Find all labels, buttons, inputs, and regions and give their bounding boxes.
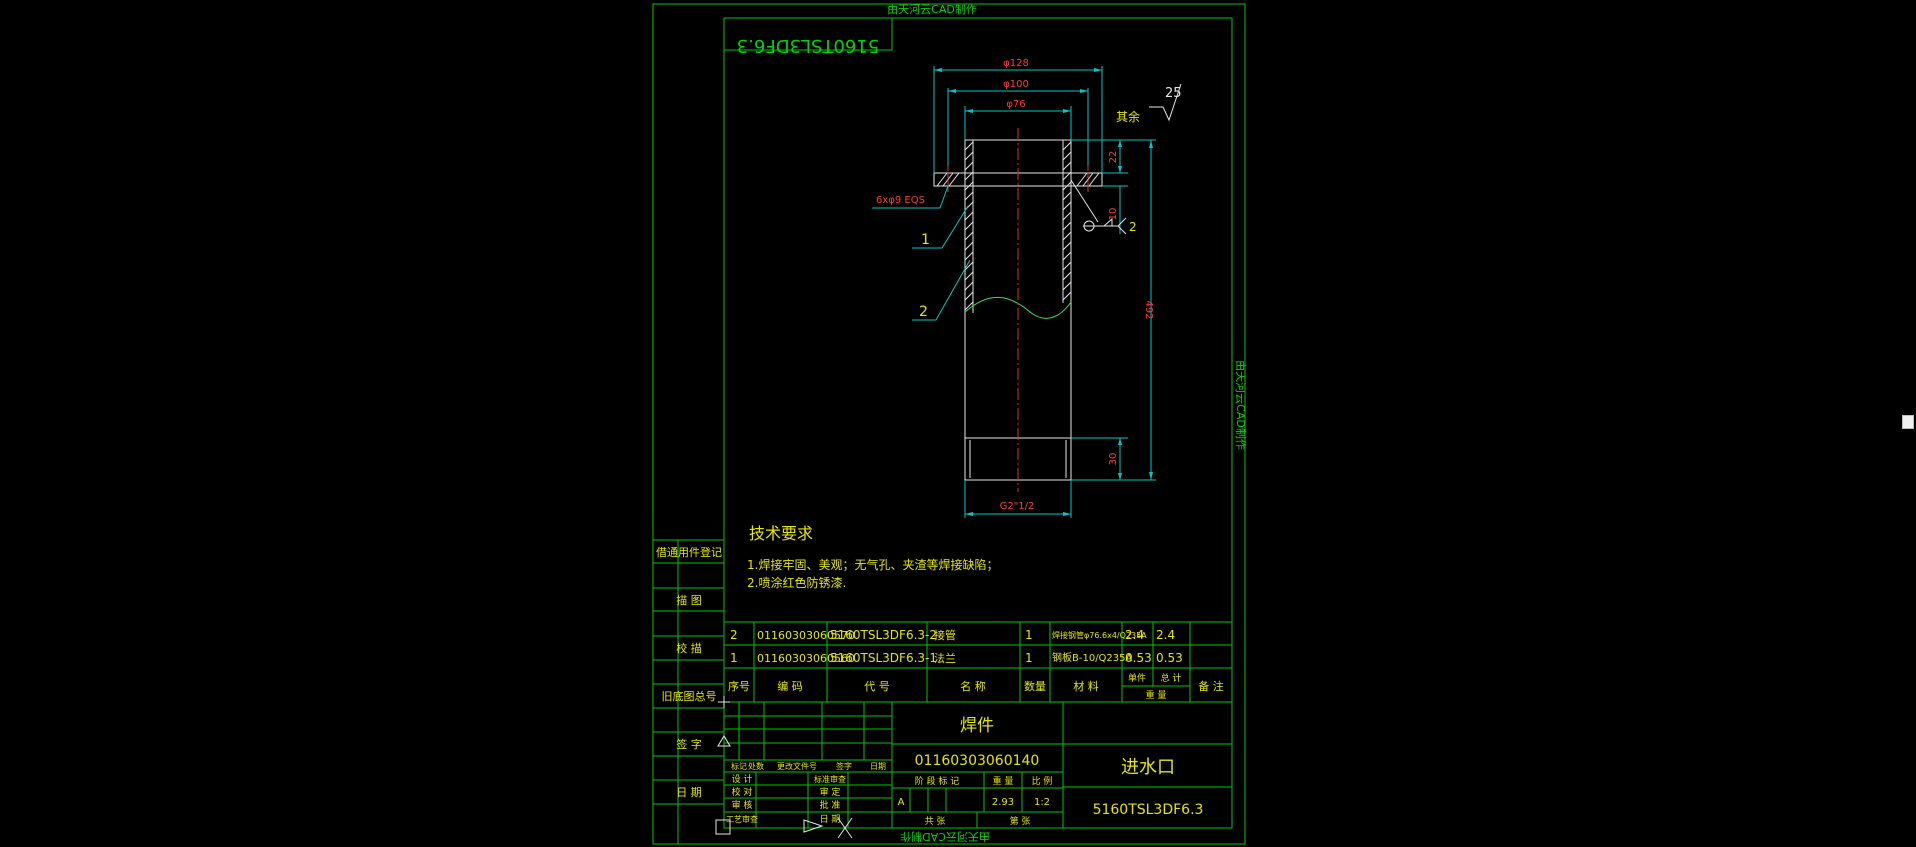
role-approve: 审 定: [820, 786, 841, 798]
bom-row2-name: 接管: [934, 628, 956, 642]
side-label-1: 描 图: [676, 593, 702, 607]
bom-row2-total: 2.4: [1156, 628, 1175, 642]
bom-header-unit: 单件: [1128, 672, 1146, 684]
tech-line-2: 2.喷涂红色防锈漆.: [747, 575, 846, 590]
bom-grid: [724, 621, 1232, 703]
bom-header-no: 序号: [728, 679, 750, 693]
part-name: 进水口: [1121, 757, 1175, 778]
projection-marker: [803, 817, 853, 839]
bom-header-qty: 数量: [1024, 680, 1046, 693]
rev-header-date: 日期: [870, 762, 886, 771]
weld-symbol: [1070, 179, 1127, 235]
side-strip: [653, 539, 724, 844]
assembly-name: 焊件: [960, 716, 994, 736]
bom-row2-material: 焊接钢管φ76.6x4/Q235A: [1052, 630, 1147, 640]
role-authorize: 批 准: [820, 799, 841, 811]
crosshair-marker: [718, 696, 730, 708]
tech-line-1: 1.焊接牢固、美观；无气孔、夹渣等焊接缺陷；: [747, 557, 998, 572]
dim-holes: 6xφ9 EQS: [876, 195, 925, 206]
role-date: 日 期: [820, 814, 841, 825]
bom-header-code: 编 码: [777, 679, 803, 693]
dim-d100: φ100: [1003, 79, 1029, 90]
outer-frame: [652, 3, 1246, 845]
role-process: 工艺审查: [726, 814, 758, 824]
side-label-4: 签 字: [676, 737, 702, 751]
bom-row1-code: 01160303060560: [757, 652, 855, 665]
bom-header-material: 材 料: [1073, 679, 1099, 693]
wall-hatching: [936, 141, 1100, 311]
dim-h10: 10: [1108, 208, 1119, 221]
dim-h492: 492: [1143, 300, 1154, 319]
bom-row2-no: 2: [730, 628, 738, 642]
part-drawing-number: 5160TSL3DF6.3: [1093, 802, 1204, 818]
stage-value: A: [898, 797, 905, 808]
dim-thread: G2"1/2: [1000, 501, 1035, 512]
weld-note-number: 2: [1129, 220, 1137, 234]
bom-header-drawing: 代 号: [864, 680, 890, 693]
bom-row2-qty: 1: [1025, 628, 1033, 642]
side-label-3: 旧底图总号: [662, 689, 717, 703]
dimensions: [872, 66, 1156, 518]
bom-row2-code: 01160303060570: [757, 629, 855, 642]
mirrored-number-box: [723, 17, 893, 51]
bom-row1-qty: 1: [1025, 651, 1033, 665]
sheet-number: 第 张: [1010, 815, 1031, 827]
side-label-0: 借通用件登记: [656, 545, 722, 559]
bom-row2-drawing: 5160TSL3DF6.3-2: [830, 628, 937, 642]
bom-row1-drawing: 5160TSL3DF6.3-1: [830, 651, 937, 665]
watermark-bottom: 由天河云CAD制作: [900, 830, 990, 844]
weight-value: 2.93: [992, 797, 1014, 808]
roughness-remark: 其余: [1116, 109, 1140, 124]
bom-row1-material: 钢板B-10/Q235A: [1052, 651, 1133, 664]
bom-row1-no: 1: [730, 651, 738, 665]
roughness-symbol: [1149, 83, 1182, 122]
bom-header-total: 总 计: [1161, 672, 1182, 684]
assembly-code: 01160303060140: [915, 753, 1040, 769]
dim-h22: 22: [1108, 151, 1119, 164]
role-standard: 标准审查: [814, 774, 846, 784]
dim-d76: φ76: [1006, 99, 1025, 110]
tech-title: 技术要求: [749, 524, 813, 543]
balloon-1: 1: [921, 232, 930, 248]
square-marker: [715, 819, 731, 835]
dim-h30: 30: [1108, 453, 1119, 466]
watermark-right: 由天河云CAD制作: [1234, 360, 1248, 450]
triangle-marker: [717, 735, 731, 747]
bom-header-name: 名 称: [960, 679, 986, 693]
role-check: 校 对: [732, 786, 753, 798]
balloon-2: 2: [919, 304, 928, 320]
inner-frame: [723, 17, 1233, 829]
rev-header-count: 处数: [748, 761, 764, 771]
role-design: 设 计: [732, 773, 753, 785]
title-block-grid: [723, 702, 1232, 828]
roughness-value: 25: [1165, 86, 1182, 101]
rev-header-mark: 标记: [731, 761, 747, 771]
break-line: [964, 296, 1072, 319]
rev-header-sign: 签字: [836, 761, 852, 771]
dim-d128: φ128: [1003, 58, 1029, 69]
bom-row1-unit: 0.53: [1125, 651, 1152, 665]
bom-header-weight: 重 量: [1146, 689, 1167, 701]
bom-header-note: 备 注: [1198, 679, 1224, 693]
rev-header-doc: 更改文件号: [777, 761, 817, 771]
scrollbar-thumb[interactable]: [1902, 415, 1914, 429]
bom-row2-unit: 2.4: [1125, 628, 1144, 642]
side-label-5: 日 期: [676, 786, 702, 799]
scale-label: 比 例: [1032, 775, 1053, 787]
bom-row1-total: 0.53: [1156, 651, 1183, 665]
bom-row1-name: 法兰: [934, 651, 956, 665]
weight-label: 重 量: [993, 775, 1014, 787]
side-label-2: 校 描: [676, 641, 702, 655]
scale-value: 1:2: [1034, 797, 1050, 808]
watermark-top: 由天河云CAD制作: [887, 2, 977, 16]
stage-label: 阶 段 标 记: [915, 775, 960, 787]
mirrored-drawing-number: 5160TSL3DF6.3: [737, 35, 880, 56]
role-review: 审 核: [732, 799, 753, 811]
sheets-total: 共 张: [925, 816, 946, 827]
